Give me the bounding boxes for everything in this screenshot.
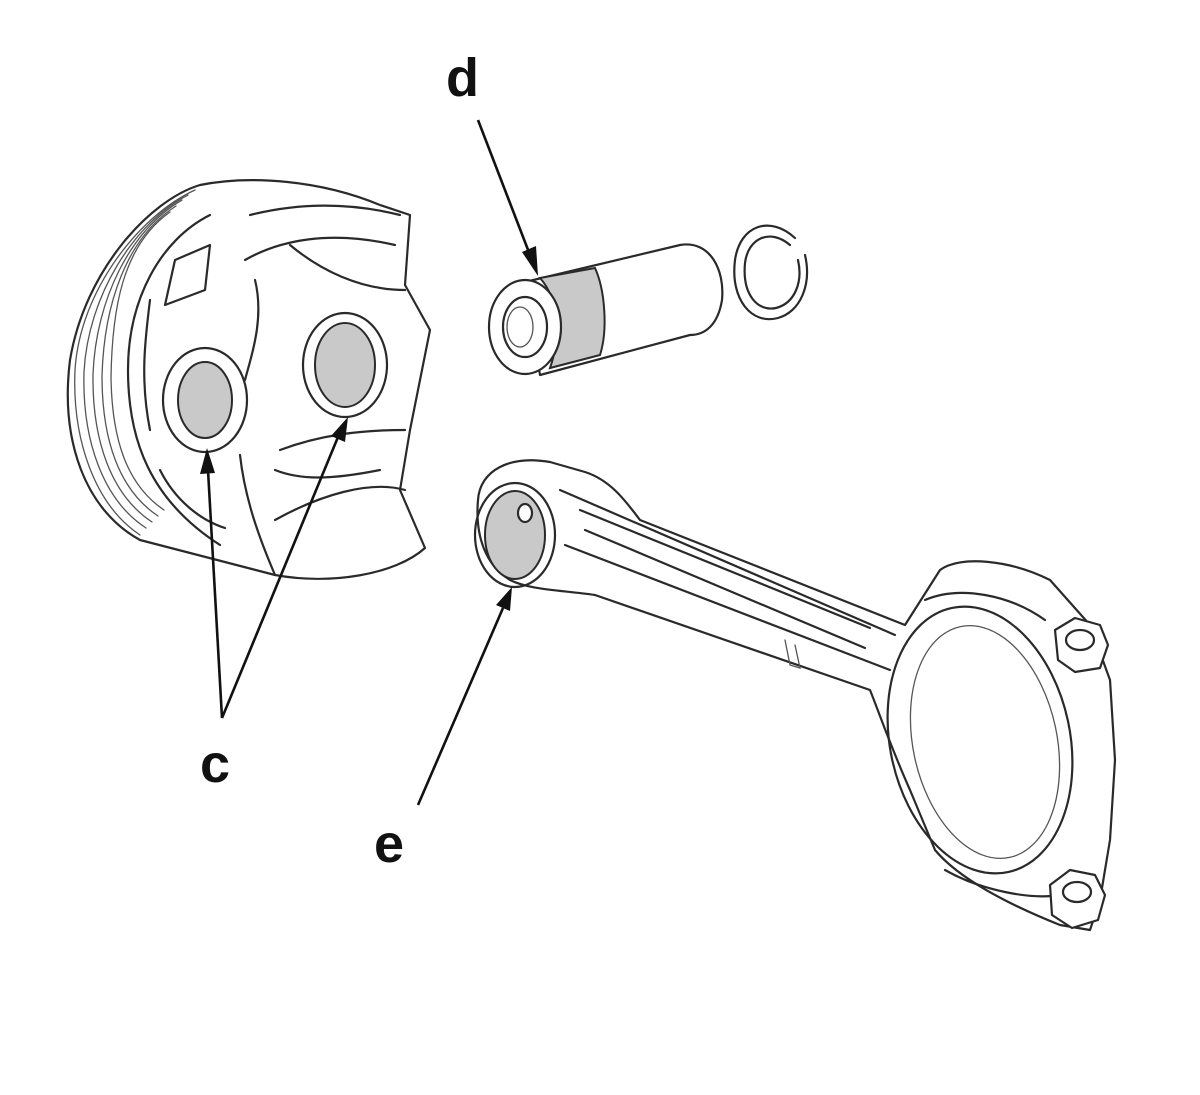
piston-pin-bore-left	[177, 361, 233, 439]
connecting-rod	[473, 459, 1117, 932]
leader-line-c-right	[220, 417, 348, 719]
leader-line-c-left	[200, 448, 224, 719]
connecting-rod-small-end-bore	[484, 490, 546, 580]
piston-pin-bore-right	[314, 322, 376, 408]
callout-label-e: e	[374, 814, 404, 874]
snap-ring	[733, 224, 809, 321]
callout-label-c: c	[200, 734, 230, 794]
leader-line-d	[476, 119, 538, 276]
leader-line-e	[416, 587, 512, 806]
rod-bolt-top	[1053, 616, 1110, 674]
piston-pin	[487, 243, 724, 377]
piston	[66, 179, 432, 580]
callout-label-d: d	[446, 48, 479, 108]
rod-bolt-bottom	[1048, 868, 1107, 930]
